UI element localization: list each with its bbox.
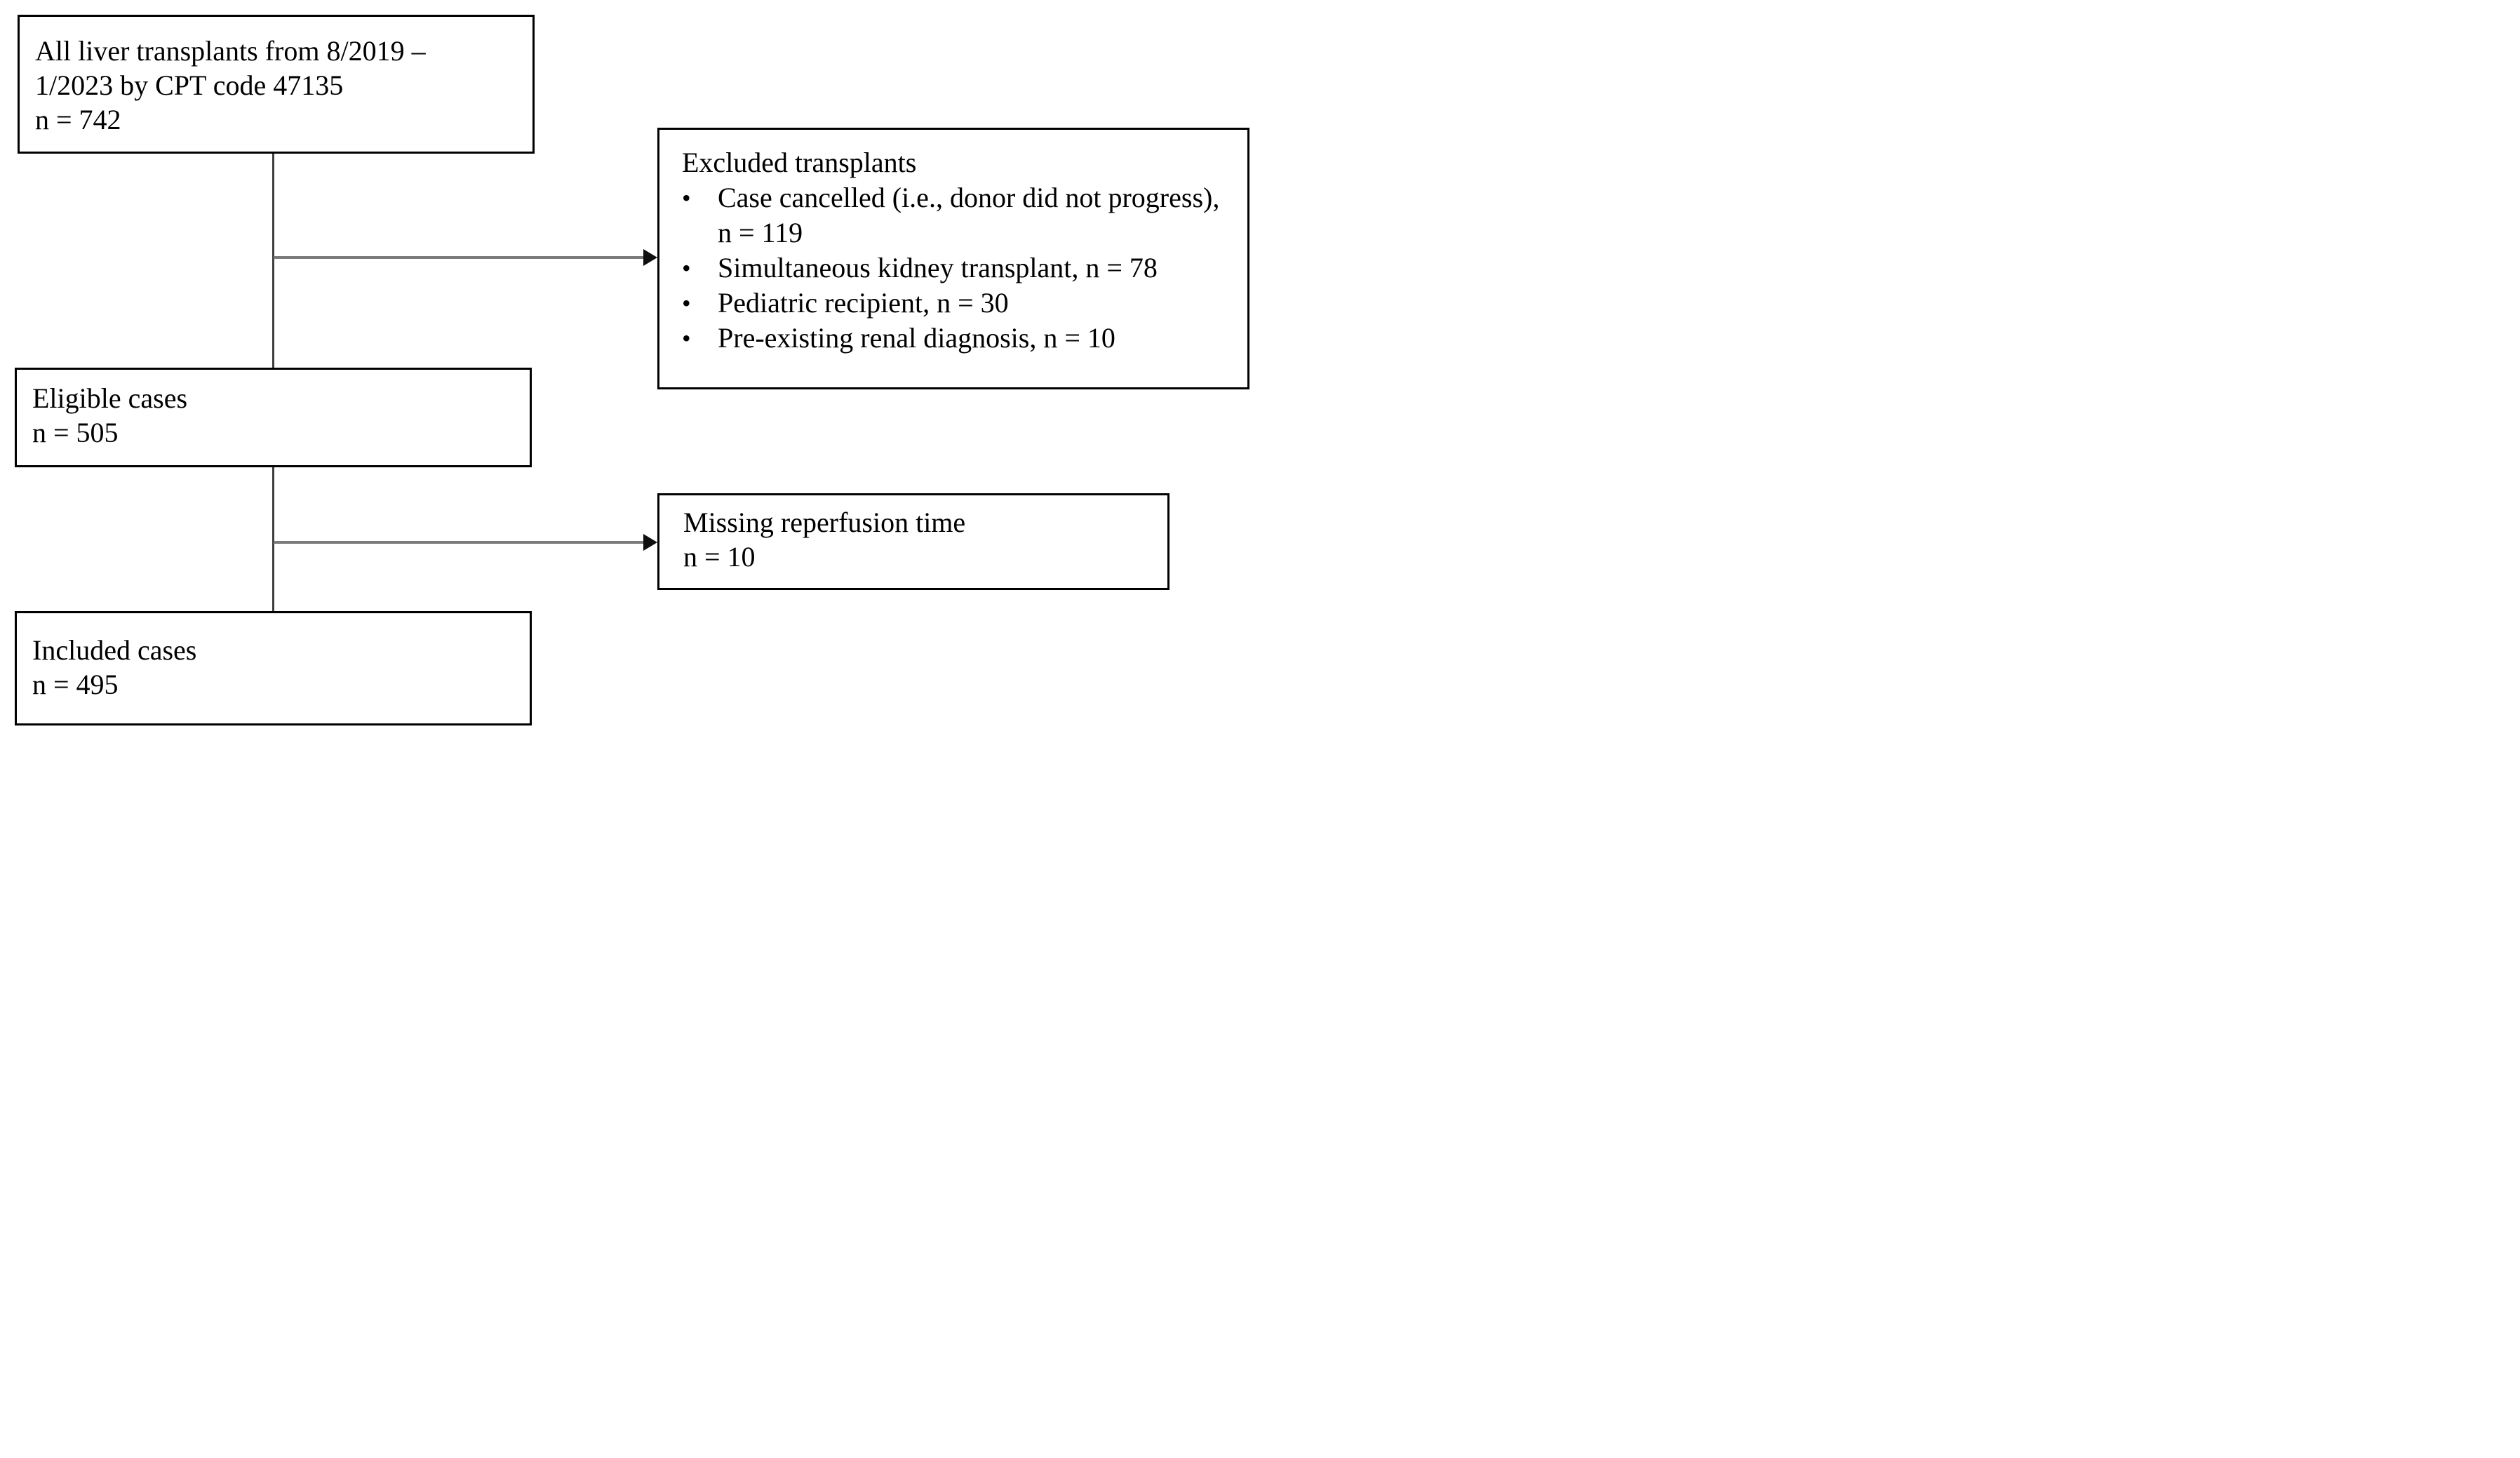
box-excluded-title: Excluded transplants: [682, 147, 917, 178]
box-missing-count: n = 10: [683, 541, 756, 573]
flow-diagram: All liver transplants from 8/2019 – 1/20…: [0, 0, 1260, 729]
box-missing-title: Missing reperfusion time: [683, 507, 966, 538]
box-eligible-title: Eligible cases: [32, 382, 188, 414]
excluded-item: • Pediatric recipient, n = 30: [682, 286, 1233, 321]
excluded-item: • Case cancelled (i.e., donor did not pr…: [682, 180, 1233, 250]
box-included-cases: Included cases n = 495: [15, 611, 532, 725]
excluded-item-text: Pre-existing renal diagnosis, n = 10: [718, 322, 1115, 354]
excluded-item-text: Simultaneous kidney transplant, n = 78: [718, 252, 1158, 283]
excluded-item-text: Case cancelled (i.e., donor did not prog…: [718, 182, 1220, 248]
arrowhead-right-icon: [643, 534, 657, 551]
arrowhead-right-icon: [643, 249, 657, 266]
box-missing-reperfusion: Missing reperfusion time n = 10: [657, 493, 1169, 590]
arrow-to-excluded: [274, 256, 643, 259]
box-all-transplants: All liver transplants from 8/2019 – 1/20…: [18, 15, 535, 154]
connector-vertical-top: [272, 154, 274, 368]
bullet-icon: •: [682, 254, 691, 282]
box-included-count: n = 495: [32, 669, 119, 700]
excluded-item-text: Pediatric recipient, n = 30: [718, 287, 1009, 319]
bullet-icon: •: [682, 289, 691, 317]
box-all-transplants-line2: 1/2023 by CPT code 47135: [35, 69, 344, 101]
connector-vertical-bottom: [272, 467, 274, 611]
excluded-item: • Pre-existing renal diagnosis, n = 10: [682, 321, 1233, 356]
excluded-item: • Simultaneous kidney transplant, n = 78: [682, 250, 1233, 286]
bullet-icon: •: [682, 324, 691, 352]
box-excluded-transplants: Excluded transplants • Case cancelled (i…: [657, 128, 1249, 389]
bullet-icon: •: [682, 184, 691, 212]
box-eligible-count: n = 505: [32, 417, 119, 448]
box-all-transplants-count: n = 742: [35, 104, 121, 135]
arrow-to-missing: [274, 541, 643, 544]
box-included-title: Included cases: [32, 634, 197, 666]
box-eligible-cases: Eligible cases n = 505: [15, 368, 532, 467]
box-all-transplants-line1: All liver transplants from 8/2019 –: [35, 35, 426, 67]
